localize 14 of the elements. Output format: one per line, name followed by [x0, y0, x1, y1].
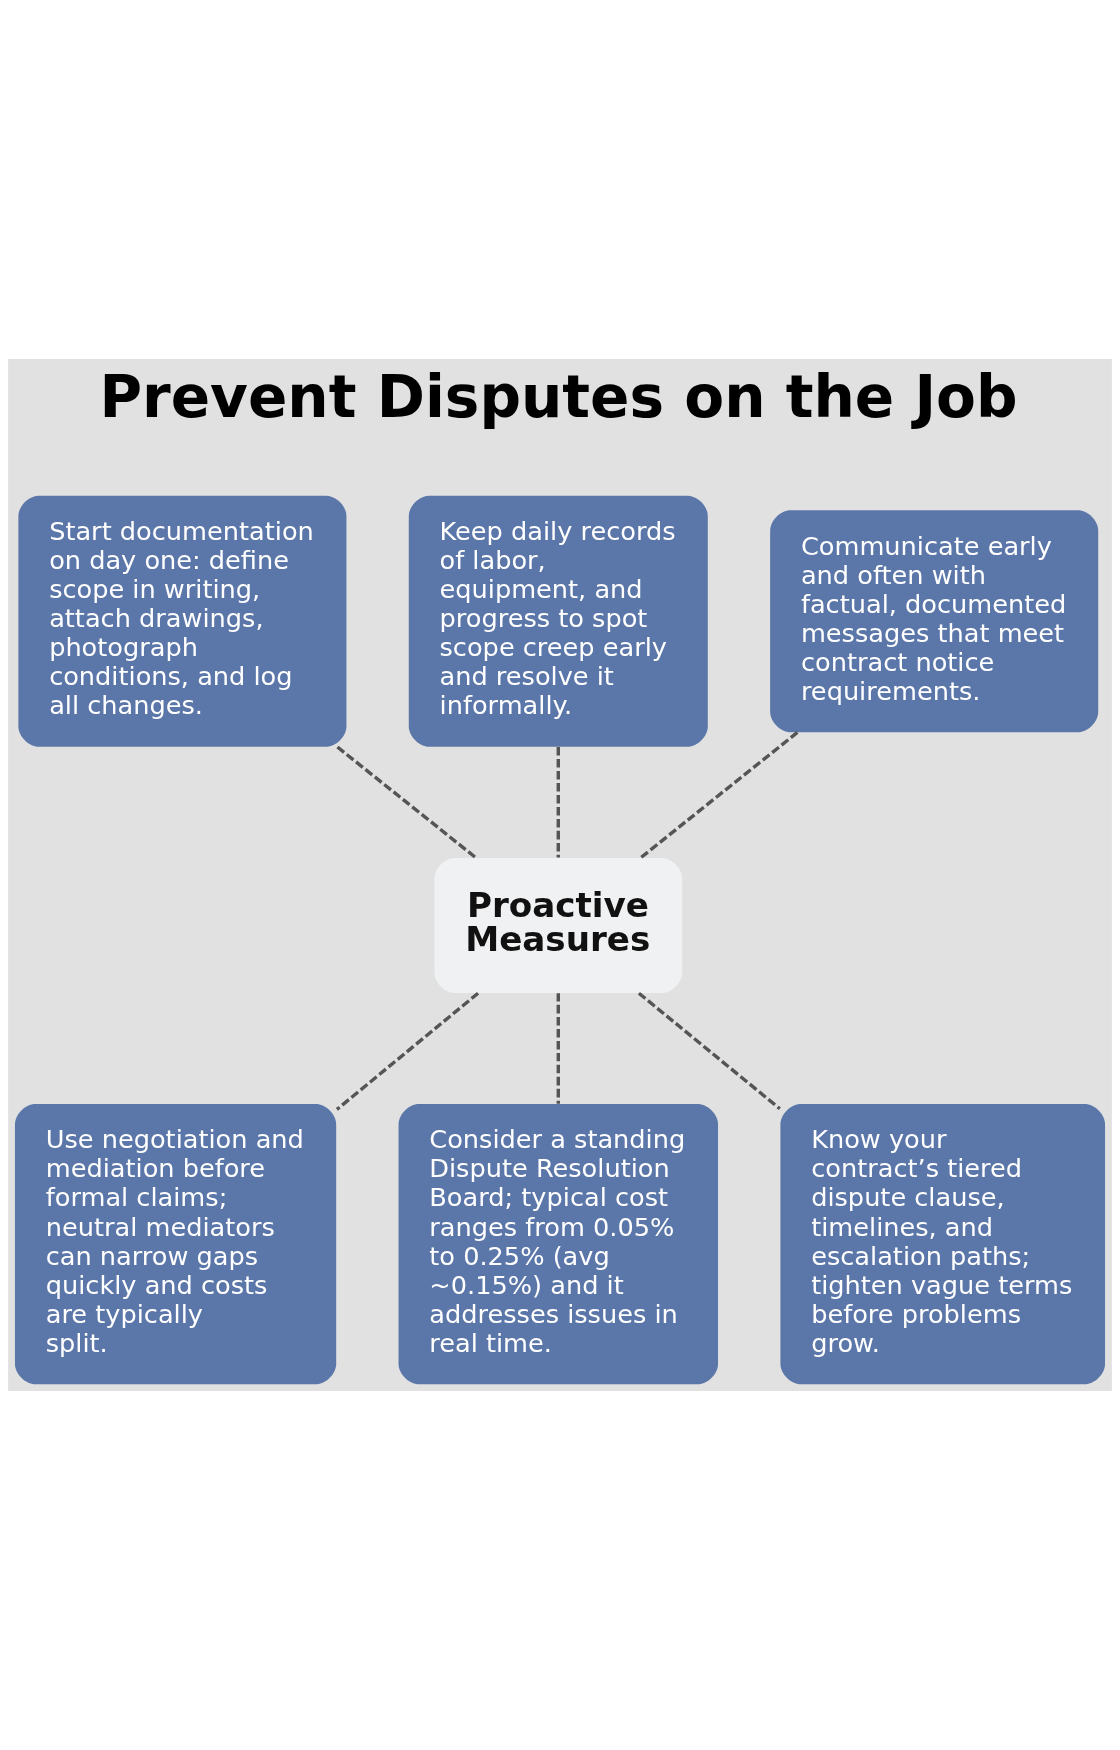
connector	[556, 993, 560, 1104]
node-box: Know your contract’s tiered dispute clause, timelines, and escalation paths; tighten vague terms before problems grow.	[780, 1103, 1106, 1385]
node-box: Communicate early and often with factual, documented messages that meet contract notice requirements.	[770, 510, 1099, 733]
connector	[556, 747, 560, 858]
diagram-title: Prevent Disputes on the Job	[99, 363, 1018, 432]
node-box: Use negotiation and mediation before formal claims; neutral mediators can narrow gaps quickly and costs are typically split.	[14, 1103, 337, 1385]
connector	[639, 731, 799, 859]
connector	[637, 991, 781, 1111]
node-box: Consider a standing Dispute Resolution Board; typical cost ranges from 0.05% to 0.25% (avg ~0.15%) and it addresses issues in real time.	[398, 1103, 719, 1385]
connector	[335, 991, 480, 1111]
connector	[336, 745, 478, 860]
node-box: Start documentation on day one: define scope in writing, attach drawings, photograph conditions, and log all changes.	[18, 495, 347, 747]
node-box: Keep daily records of labor, equipment, and progress to spot scope creep early and resolve it informally.	[408, 495, 708, 747]
node-box: Proactive Measures	[434, 857, 683, 993]
